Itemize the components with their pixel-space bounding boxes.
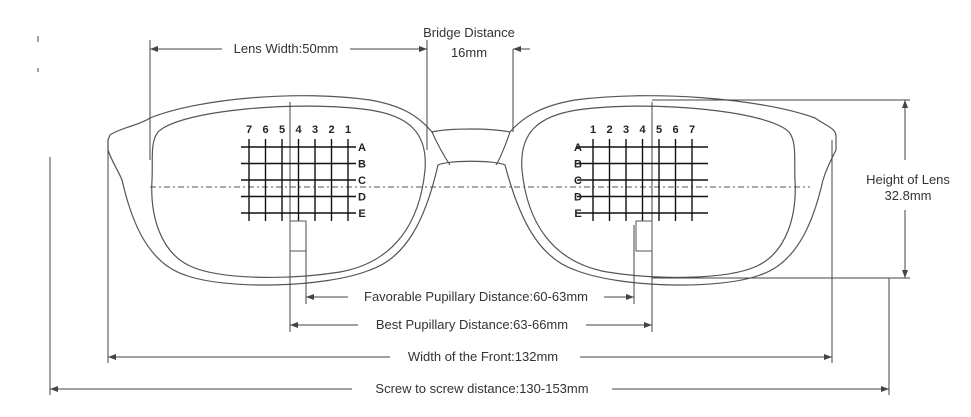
- grid-column-label: 6: [672, 124, 678, 136]
- grid-row-label: A: [574, 142, 582, 154]
- favorable-pd-label: Favorable Pupillary Distance:60-63mm: [364, 289, 588, 304]
- grid-column-label: 1: [590, 124, 596, 136]
- height-arrow: [902, 270, 908, 278]
- screw-distance-label: Screw to screw distance:130-153mm: [375, 381, 588, 396]
- height-arrow: [902, 100, 908, 108]
- left-nose-pad: [431, 131, 451, 166]
- grid-row-label: D: [574, 192, 582, 204]
- lens-width-arrow: [419, 46, 427, 52]
- grid-row-label: B: [574, 159, 582, 171]
- favorable-pd-arrow: [306, 294, 314, 300]
- grid-column-label: 1: [345, 124, 351, 136]
- grid-row-label: C: [574, 175, 582, 187]
- front-width-label: Width of the Front:132mm: [408, 349, 558, 364]
- grid-column-label: 2: [328, 124, 334, 136]
- screw-arrow: [50, 386, 58, 392]
- grid-column-label: 5: [279, 124, 285, 136]
- front-width-arrow: [108, 354, 116, 360]
- grid-row-label: E: [574, 208, 581, 220]
- right-nose-pad: [495, 131, 511, 166]
- best-pd-arrow: [644, 322, 652, 328]
- left-lens: [151, 105, 426, 278]
- lens-width-arrow: [150, 46, 158, 52]
- grid-column-label: 3: [623, 124, 629, 136]
- grid-row-label: A: [358, 142, 366, 154]
- grid-row-label: D: [358, 192, 366, 204]
- bridge-distance-title: Bridge Distance: [423, 25, 515, 40]
- grid-column-label: 5: [656, 124, 662, 136]
- lens-width-label: Lens Width:50mm: [234, 41, 339, 56]
- grid-row-label: E: [358, 208, 365, 220]
- grid-column-label: 3: [312, 124, 318, 136]
- grid-column-label: 7: [689, 124, 695, 136]
- bridge-distance-value: 16mm: [451, 45, 487, 60]
- grid-row-label: B: [358, 159, 366, 171]
- best-pd-label: Best Pupillary Distance:63-66mm: [376, 317, 568, 332]
- best-pd-arrow: [290, 322, 298, 328]
- height-of-lens-value: 32.8mm: [885, 188, 932, 203]
- front-width-arrow: [824, 354, 832, 360]
- grid-column-label: 6: [262, 124, 268, 136]
- grid-column-label: 4: [295, 124, 302, 136]
- grid-column-label: 7: [246, 124, 252, 136]
- screw-arrow: [881, 386, 889, 392]
- bridge-arrow: [513, 46, 521, 52]
- favorable-pd-arrow: [626, 294, 634, 300]
- grid-column-label: 4: [639, 124, 646, 136]
- grid-column-label: 2: [606, 124, 612, 136]
- grid-center-stub: [635, 220, 653, 252]
- height-of-lens-title: Height of Lens: [866, 172, 950, 187]
- grid-row-label: C: [358, 175, 366, 187]
